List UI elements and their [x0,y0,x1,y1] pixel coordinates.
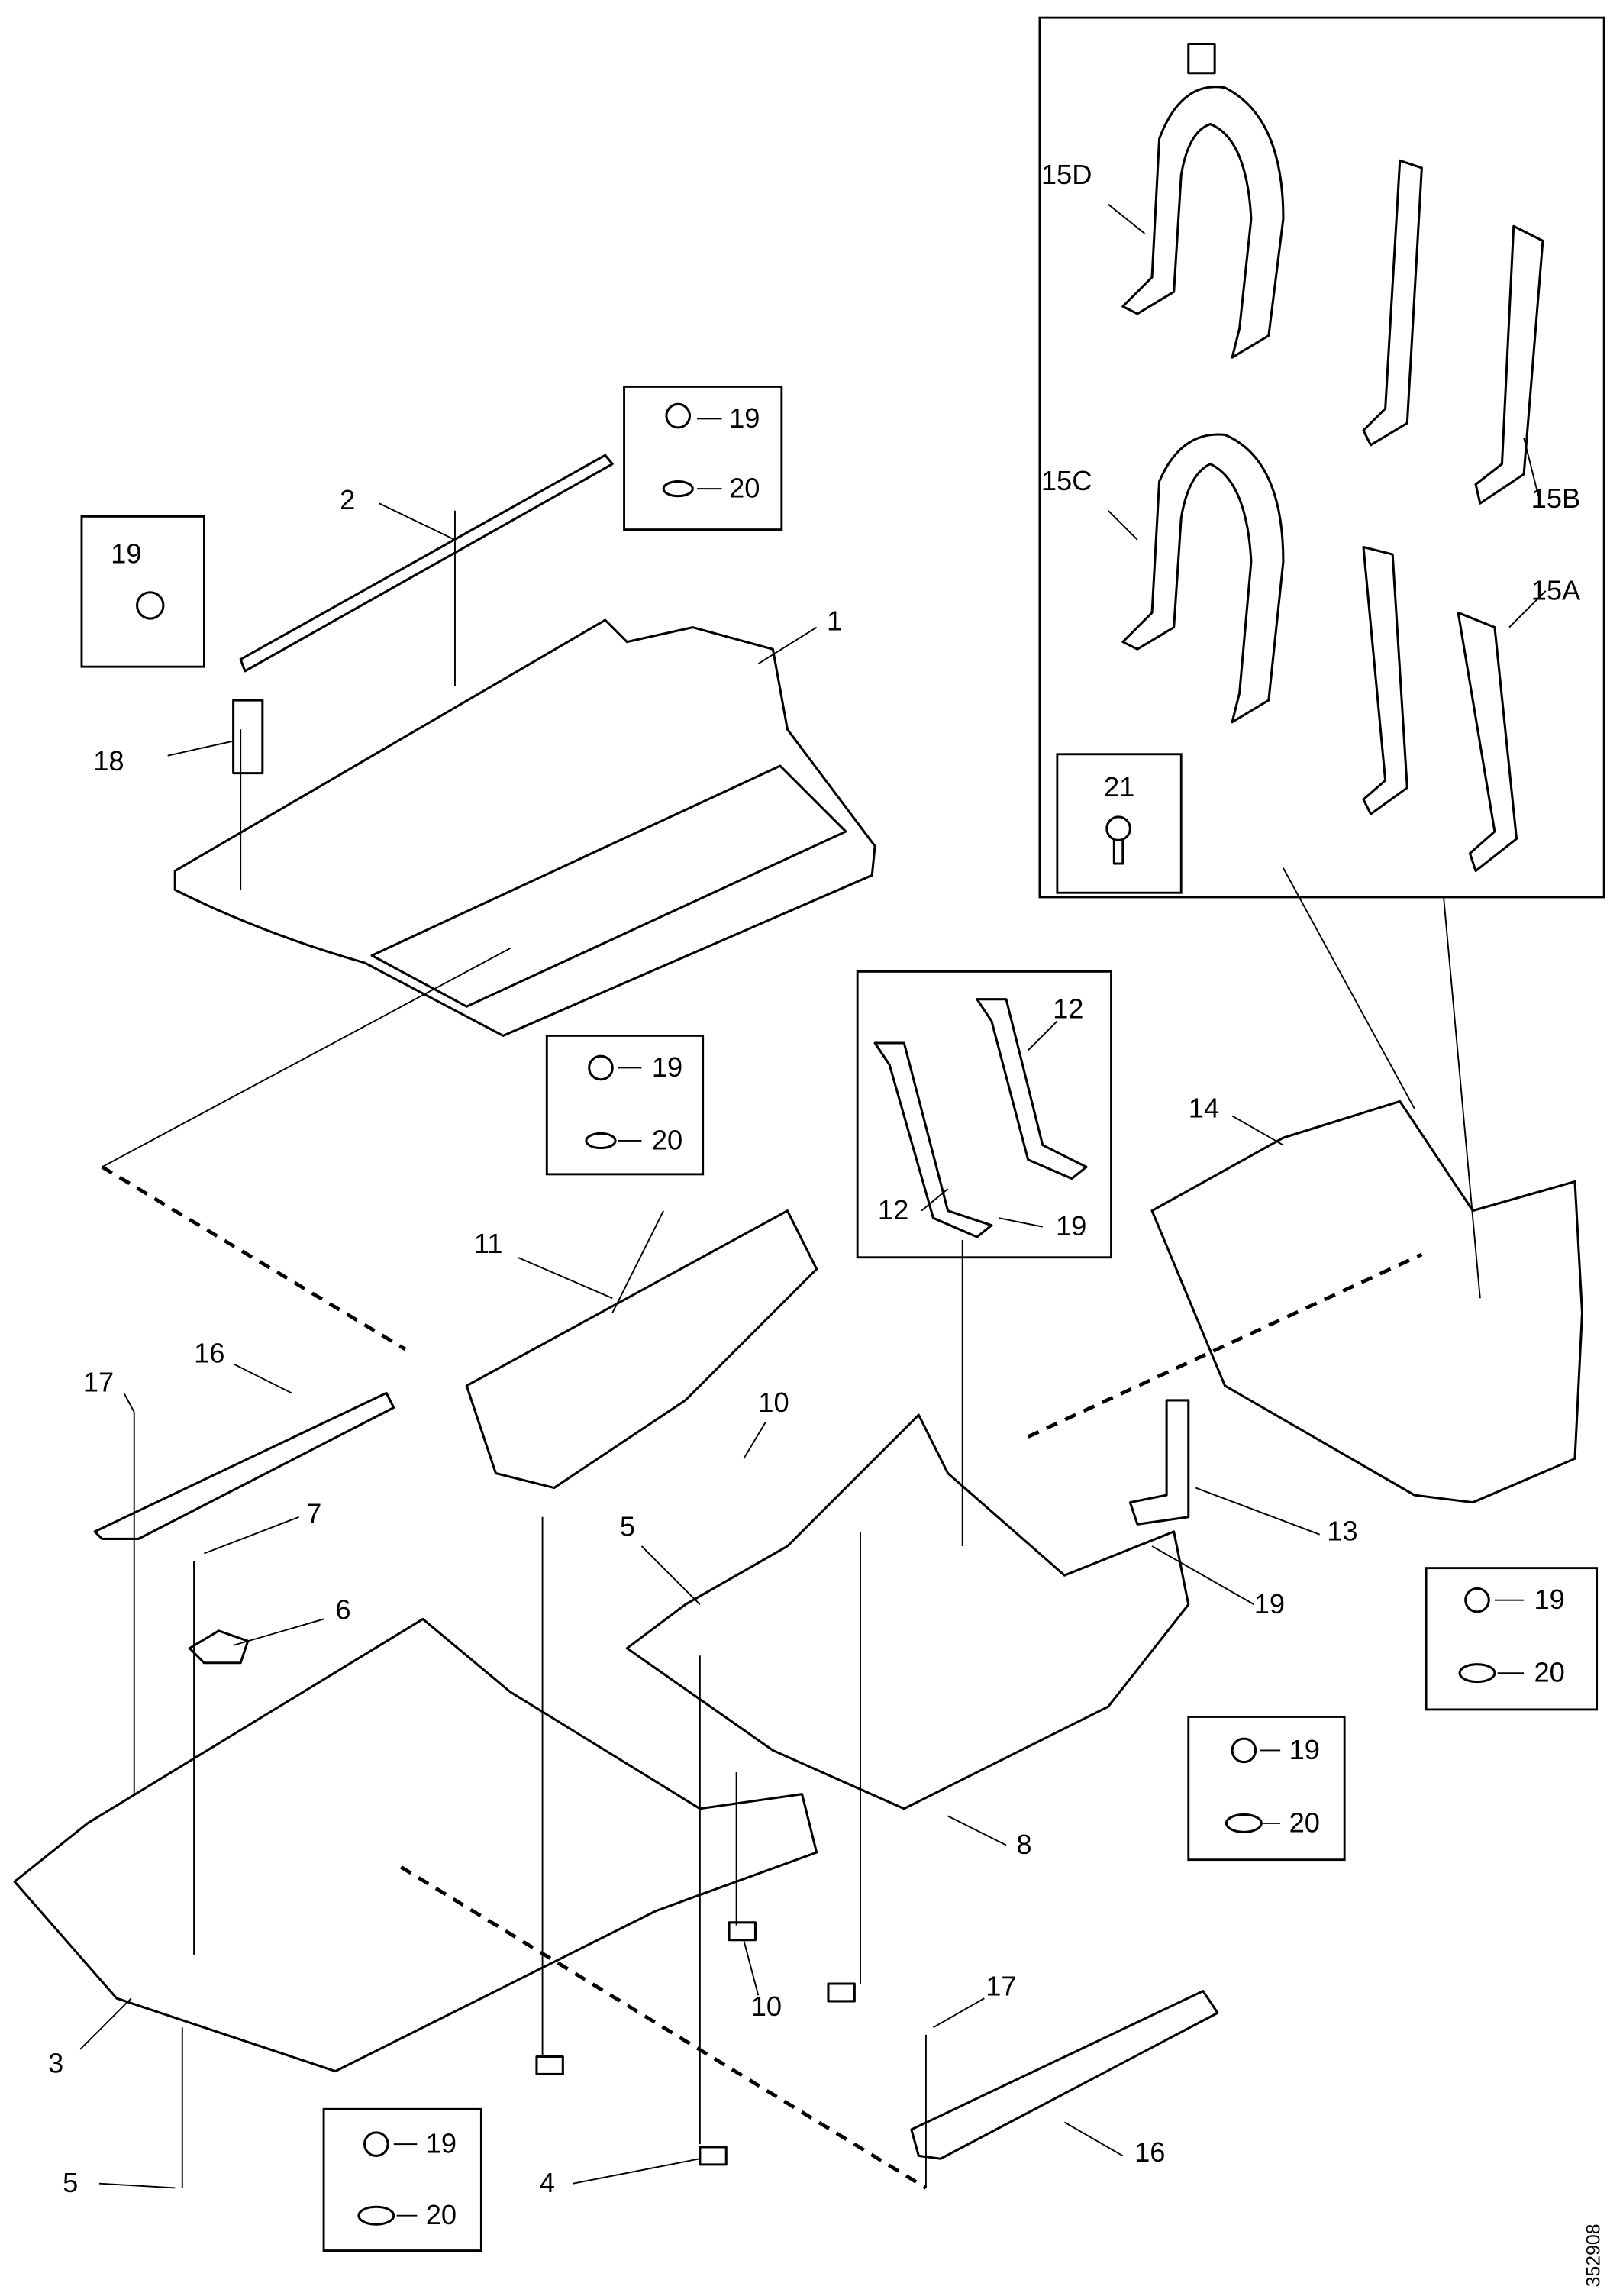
callout-16: 16 [194,1337,224,1368]
callout-19: 19 [729,402,760,434]
callout-5: 5 [620,1511,635,1542]
callout-20: 20 [729,473,760,504]
part-13-bracket [1128,1399,1190,1526]
part-18-bracket [232,699,264,775]
strap-15D [1121,42,1285,359]
part-4-pad-a [535,2055,564,2075]
bolt-washer-box-8 [1187,1716,1346,1862]
callout-13: 13 [1327,1515,1357,1546]
callout-5: 5 [63,2167,78,2198]
part-8-floor [625,1413,1190,1810]
callout-15B: 15B [1531,483,1581,514]
callout-19: 19 [1534,1584,1564,1615]
bolt-washer-box-top [623,385,783,531]
bolt-washer-icon [1225,1737,1263,1833]
strap-15C [1121,433,1285,724]
part-4-pad-b [699,2146,728,2166]
assembly-line-1 [101,1165,407,1351]
callout-3: 3 [48,2048,63,2079]
callout-10: 10 [751,1991,782,2022]
callout-14: 14 [1189,1092,1219,1123]
part-6-clip [188,1629,250,1665]
part-1-panel [173,618,876,1037]
callout-21: 21 [1104,771,1134,802]
callout-19: 19 [1056,1210,1086,1242]
strap-detail-box [1038,16,1605,899]
callout-7: 7 [306,1497,321,1529]
part-14-cover [1150,1100,1584,1504]
strap-15A [1457,611,1518,873]
part-16-plate-bottom [910,1990,1219,2160]
callout-18: 18 [93,745,124,777]
callout-10: 10 [758,1387,789,1418]
callout-8: 8 [1016,1829,1031,1860]
callout-6: 6 [335,1594,350,1625]
callout-16: 16 [1134,2136,1165,2168]
bolt-box-18 [80,515,205,668]
callout-12: 12 [1053,993,1083,1024]
callout-19: 19 [426,2128,457,2159]
part-10-pad-a [728,1921,757,1942]
bolt-washer-icon [357,2131,395,2226]
assembly-line-3 [400,1865,928,2190]
part-2-strip [239,454,614,673]
drawing-number: 352908 [1583,2223,1604,2287]
callout-17: 17 [83,1366,114,1397]
strap-15B [1474,224,1544,505]
strap-15-mid-bottom [1362,545,1408,815]
part-12-bracket-left [873,1041,993,1238]
callout-19: 19 [1254,1588,1285,1619]
bolt-box-21 [1056,753,1183,894]
callout-20: 20 [1534,1657,1564,1688]
bolt-icon [136,591,165,620]
bolt-washer-box-14 [1425,1567,1599,1711]
part-10-pad-b [827,1982,856,2003]
callout-2: 2 [340,484,355,515]
bolt-washer-box-3 [322,2107,482,2252]
part-11-duct [465,1209,818,1490]
callout-20: 20 [652,1124,682,1155]
part-1-grille [370,764,847,1008]
bolt-21-icon [1105,815,1131,865]
bolt-washer-icon [662,402,694,498]
bolt-washer-icon [1458,1587,1496,1684]
callout-19: 19 [1289,1734,1320,1765]
callout-19: 19 [652,1051,682,1083]
callout-17: 17 [986,1970,1016,2001]
part-16-plate-top [93,1391,395,1540]
strap-15-mid-top [1362,159,1423,447]
callout-20: 20 [1289,1807,1320,1838]
bolt-washer-box-11 [545,1034,705,1176]
callout-15D: 15D [1041,159,1092,190]
bracket-box-12 [856,970,1112,1259]
callout-19: 19 [111,538,141,570]
callout-4: 4 [540,2167,555,2198]
callout-1: 1 [827,605,842,636]
assembly-line-2 [1027,1252,1423,1439]
callout-20: 20 [426,2199,457,2230]
callout-15C: 15C [1041,465,1092,496]
callout-15A: 15A [1531,574,1581,605]
callout-11: 11 [474,1228,503,1259]
part-12-bracket-right [976,998,1088,1180]
part-3-floor [13,1617,818,2073]
callout-12: 12 [878,1194,908,1226]
bolt-washer-icon [585,1054,617,1150]
